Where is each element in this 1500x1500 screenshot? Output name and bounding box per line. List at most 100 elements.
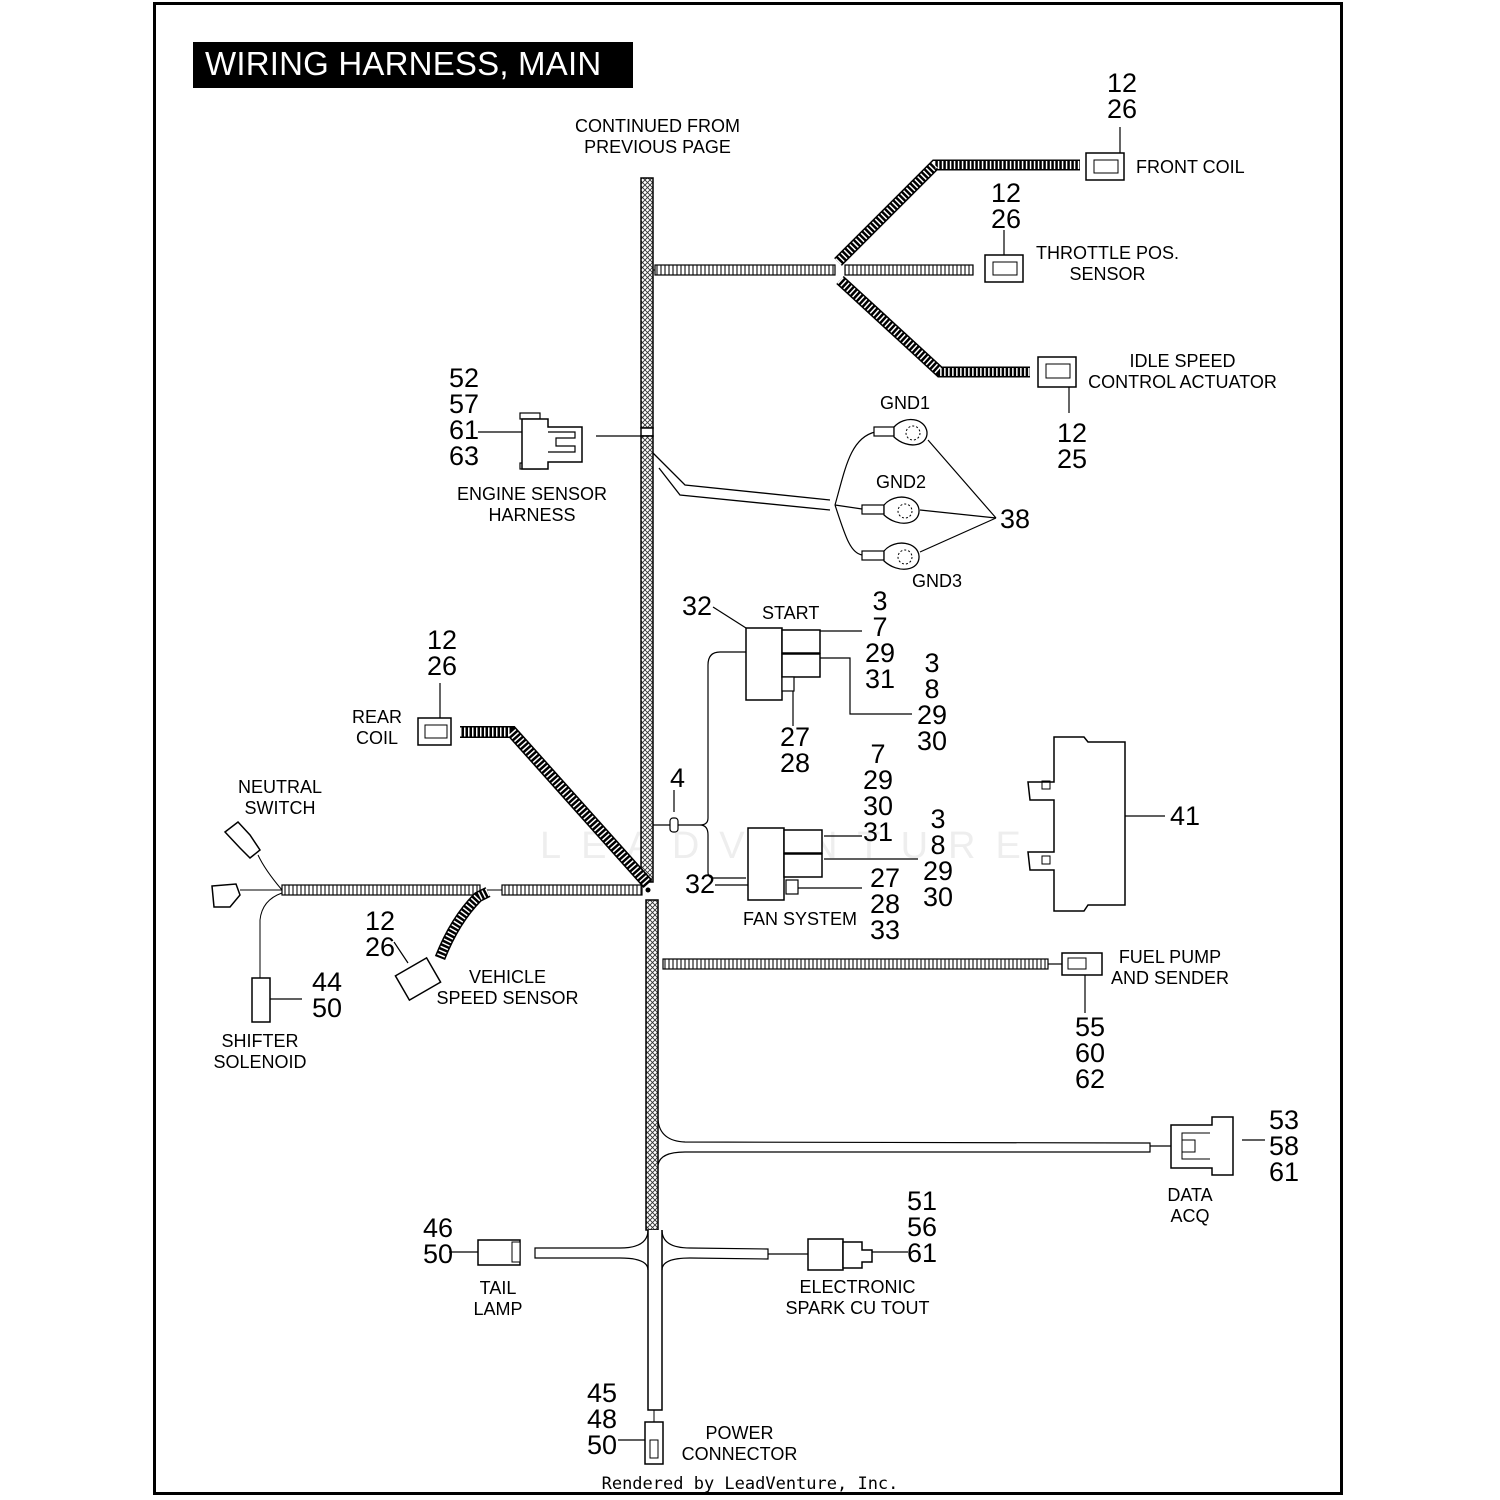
engine-sensor-refs: 52 57 61 63: [442, 363, 486, 471]
ref-number: 12: [1056, 418, 1088, 448]
isc-label: IDLE SPEED CONTROL ACTUATOR: [1080, 351, 1285, 393]
label-line: REAR: [351, 707, 402, 727]
label-line: SENSOR: [1069, 264, 1146, 284]
start-refs-c: 27 28: [775, 722, 815, 778]
continued-line-2: PREVIOUS PAGE: [584, 137, 731, 157]
ref-number: 27: [869, 863, 901, 893]
ref-number: 51: [906, 1186, 938, 1216]
ref-number: 30: [916, 726, 948, 756]
trunk-upper: [640, 177, 654, 429]
ref-number: 7: [872, 612, 888, 642]
footer-credit: Rendered by LeadVenture, Inc.: [601, 1474, 899, 1494]
continued-line-1: CONTINUED FROM: [575, 116, 740, 136]
ref-number: 31: [864, 664, 896, 694]
gnd3-label: GND3: [912, 571, 963, 591]
label-line: SHIFTER: [221, 1031, 299, 1051]
gnd1-terminal: [873, 418, 928, 446]
ref-number: 61: [1268, 1157, 1300, 1187]
relay-cover-ref: 41: [1170, 801, 1201, 831]
start-refs-b: 3 8 29 30: [912, 650, 952, 756]
ref-number: 57: [448, 389, 480, 419]
fuel-pump-label: FUEL PUMP AND SENDER: [1105, 947, 1235, 989]
ground-branch: [652, 418, 997, 570]
ref-number: 12: [364, 906, 396, 936]
ref-number: 55: [1074, 1012, 1106, 1042]
start-housing-ref: 32: [682, 591, 713, 621]
data-acq-branch: [657, 1116, 1265, 1176]
power-connector-label: POWER CONNECTOR: [677, 1423, 802, 1465]
ref-number: 61: [448, 415, 480, 445]
ref-number: 33: [869, 915, 901, 945]
start-label: START: [762, 603, 820, 623]
page-title: WIRING HARNESS, MAIN: [205, 45, 602, 82]
idle-speed-actuator-connector: [1037, 356, 1077, 413]
label-line: ACQ: [1170, 1206, 1210, 1226]
ref-number: 26: [1106, 94, 1138, 124]
diagram-frame: [153, 2, 1343, 1495]
ref-number: 28: [779, 748, 811, 778]
ref-number: 3: [930, 804, 946, 834]
ref-number: 50: [422, 1239, 454, 1269]
label-line: IDLE SPEED: [1129, 351, 1236, 371]
ref-number: 63: [448, 441, 480, 471]
label-line: TAIL: [479, 1278, 517, 1298]
ref-number: 52: [448, 363, 480, 393]
label-line: POWER: [705, 1423, 774, 1443]
label-line: SWITCH: [244, 798, 316, 818]
ref-number: 29: [916, 700, 948, 730]
trunk-mid: [640, 435, 654, 883]
label-line: AND SENDER: [1110, 968, 1230, 988]
fuel-pump-branch: [662, 952, 1103, 1013]
power-connector: [618, 1410, 664, 1465]
ref-number: 53: [1268, 1105, 1300, 1135]
label-line: HARNESS: [488, 505, 576, 525]
ref-number: 27: [779, 722, 811, 752]
fuel-pump-refs: 55 60 62: [1068, 1012, 1112, 1094]
label-line: ELECTRONIC: [799, 1277, 916, 1297]
tail-lamp-refs: 46 50: [418, 1213, 458, 1269]
label-line: SPARK CU TOUT: [785, 1298, 930, 1318]
ref-number: 62: [1074, 1064, 1106, 1094]
gnd2-terminal: [861, 496, 920, 524]
isc-refs: 12 25: [1050, 418, 1094, 473]
gnd1-label: GND1: [880, 393, 931, 413]
gnd2-label: GND2: [876, 472, 927, 492]
rear-coil-refs: 12 26: [420, 627, 464, 680]
shifter-solenoid-refs: 44 50: [305, 967, 349, 1023]
ref-number: 29: [922, 856, 954, 886]
ref-number: 58: [1268, 1131, 1300, 1161]
trunk-gap-1: [640, 427, 654, 437]
gnd-leader-lines: [919, 439, 997, 553]
upper-branch: [653, 159, 1080, 378]
fan-system-label: FAN SYSTEM: [743, 909, 858, 929]
spark-cutout-refs: 51 56 61: [902, 1186, 942, 1267]
front-coil-connector: [1085, 127, 1125, 181]
isc-branch: [836, 275, 1030, 378]
tps-label: THROTTLE POS. SENSOR: [1030, 243, 1185, 285]
ref-number: 46: [422, 1213, 454, 1243]
label-line: VEHICLE: [468, 967, 547, 987]
ref-number: 8: [930, 830, 946, 860]
vss-label: VEHICLE SPEED SENSOR: [430, 967, 585, 1009]
gnd3-terminal: [861, 542, 920, 570]
ref-number: 44: [311, 967, 343, 997]
ref-number: 12: [1106, 68, 1138, 98]
tps-branch-sleeve: [844, 264, 974, 276]
upper-branch-sleeve: [654, 264, 836, 276]
tps-refs: 12 26: [984, 180, 1028, 234]
ref-number: 29: [862, 765, 894, 795]
data-acq-refs: 53 58 61: [1262, 1105, 1306, 1187]
ref-number: 30: [862, 791, 894, 821]
label-line: CONTROL ACTUATOR: [1088, 372, 1277, 392]
label-line: SOLENOID: [213, 1052, 307, 1072]
rear-coil-branch: [417, 683, 653, 889]
ref-number: 26: [990, 204, 1022, 234]
label-line: THROTTLE POS.: [1035, 243, 1179, 263]
label-line: DATA: [1167, 1185, 1213, 1205]
spark-cutout-label: ELECTRONIC SPARK CU TOUT: [780, 1277, 935, 1319]
diode-ref: 4: [670, 763, 686, 793]
ref-number: 50: [311, 993, 343, 1023]
trunk-bottom-sleeve: [647, 1230, 663, 1411]
fan-refs-b: 3 8 29 30: [918, 804, 958, 911]
